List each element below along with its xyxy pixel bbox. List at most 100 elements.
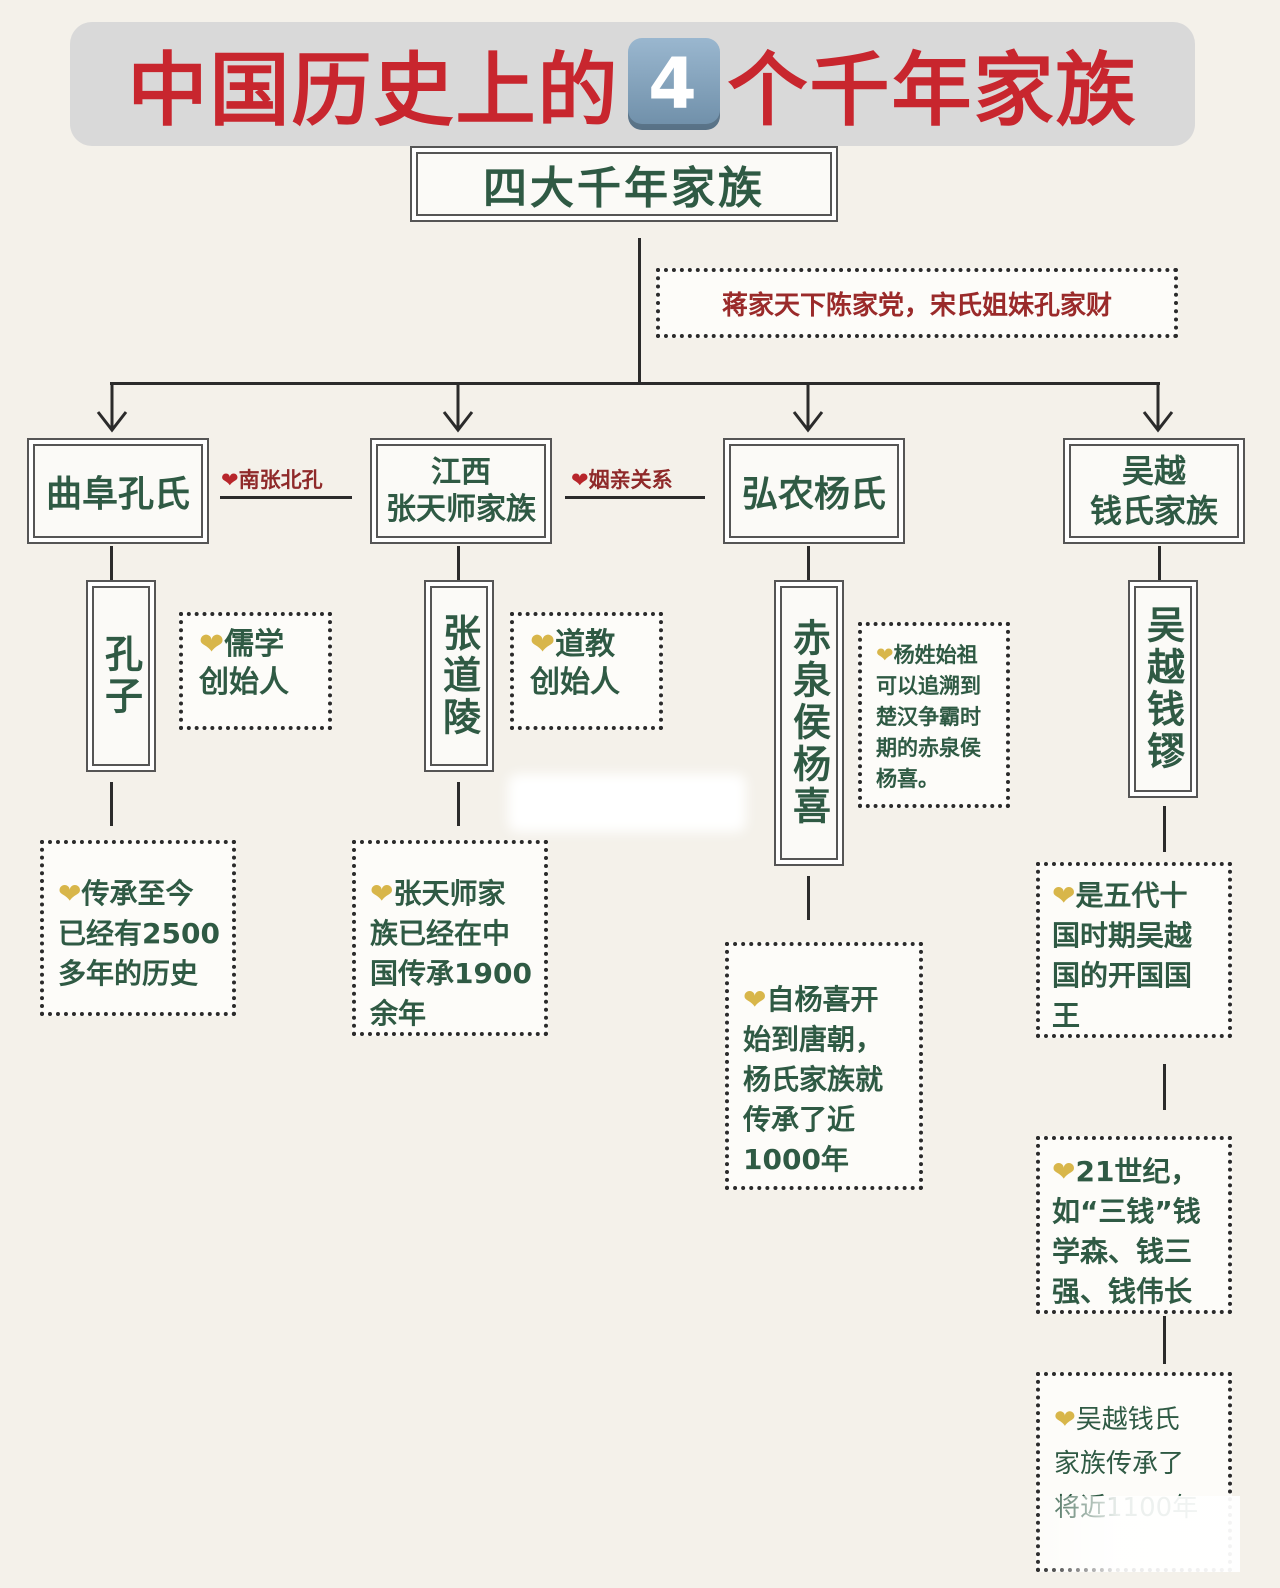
branch-arrows — [96, 383, 1174, 433]
family-zhang-name: 江西 张天师家族 — [376, 444, 546, 538]
arrow-yang-head — [792, 411, 824, 433]
history-yang-line4: 传承了近 — [743, 1103, 856, 1136]
person-yang-box: 赤泉侯杨喜 — [774, 580, 844, 866]
relation-kong-zhang-line — [220, 496, 352, 499]
history-yang-box: ❤自杨喜开 始到唐朝， 杨氏家族就 传承了近 1000年 — [725, 942, 923, 1190]
qian-note1-line4: 王 — [1052, 999, 1081, 1032]
branch-bar — [110, 382, 1160, 385]
heart-icon: ❤ — [743, 983, 767, 1016]
person-qian-box: 吴越钱镠 — [1128, 580, 1198, 798]
connector-yang-1 — [807, 546, 810, 580]
relation-zhang-yang-label: 姻亲关系 — [588, 468, 673, 492]
heart-icon: ❤ — [221, 468, 239, 492]
connector-zhang-2 — [457, 782, 460, 826]
note-zhang-line1: 道教 — [555, 627, 616, 662]
heart-icon: ❤ — [58, 877, 82, 910]
family-qian-box: 吴越 钱氏家族 — [1063, 438, 1245, 544]
qian-note1-line3: 国的开国国 — [1052, 959, 1193, 992]
root-trunk — [638, 238, 641, 383]
qian-note3-line1: 吴越钱氏 — [1075, 1405, 1180, 1435]
heart-icon: ❤ — [370, 877, 394, 910]
page-title: 中国历史上的 4 个千年家族 — [70, 22, 1195, 146]
heart-icon: ❤ — [199, 627, 225, 662]
person-qian: 吴越钱镠 — [1134, 586, 1192, 792]
note-kong-box: ❤儒学 创始人 — [179, 612, 332, 730]
root-node: 四大千年家族 — [410, 146, 838, 222]
family-zhang-box: 江西 张天师家族 — [370, 438, 552, 544]
title-suffix: 个千年家族 — [727, 44, 1138, 137]
smudge-mark — [508, 774, 746, 832]
connector-kong-1 — [110, 546, 113, 580]
arrow-zhang-head — [442, 411, 474, 433]
qian-note3-line2: 家族传承了 — [1054, 1449, 1185, 1479]
qian-note2-line1: 21世纪， — [1075, 1155, 1199, 1188]
note-zhang-line2: 创始人 — [530, 665, 620, 700]
relation-kong-zhang-label: 南张北孔 — [238, 468, 323, 492]
history-yang-line5: 1000年 — [743, 1143, 849, 1176]
person-kong: 孔子 — [92, 586, 150, 766]
history-zhang-box: ❤张天师家 族已经在中 国传承1900 余年 — [352, 840, 548, 1036]
title-prefix: 中国历史上的 — [127, 44, 620, 137]
note-yang-line5: 杨喜。 — [876, 767, 939, 791]
person-zhang-box: 张道陵 — [424, 580, 494, 772]
root-note-box: 蒋家天下陈家党，宋氏姐妹孔家财 — [656, 268, 1178, 338]
note-zhang-box: ❤道教 创始人 — [510, 612, 663, 730]
connector-yang-2 — [807, 876, 810, 920]
number-keycap: 4 — [627, 38, 720, 130]
note-yang-box: ❤杨姓始祖 可以追溯到 楚汉争霸时 期的赤泉侯 杨喜。 — [858, 622, 1010, 808]
person-yang: 赤泉侯杨喜 — [780, 586, 838, 860]
qian-note1-box: ❤是五代十 国时期吴越 国的开国国 王 — [1036, 862, 1232, 1038]
history-zhang-line1: 张天师家 — [393, 877, 506, 910]
note-yang-line2: 可以追溯到 — [876, 674, 981, 698]
history-zhang-line2: 族已经在中 — [370, 917, 511, 950]
connector-zhang-1 — [457, 546, 460, 580]
bottom-fade — [1036, 1496, 1240, 1572]
note-yang-line1: 杨姓始祖 — [893, 643, 978, 667]
qian-note1-line1: 是五代十 — [1075, 879, 1188, 912]
history-zhang-line4: 余年 — [370, 997, 427, 1030]
family-yang-box: 弘农杨氏 — [723, 438, 905, 544]
history-kong-box: ❤传承至今 已经有2500 多年的历史 — [40, 840, 236, 1016]
note-kong-line1: 儒学 — [224, 627, 285, 662]
family-zhang-name-line2: 张天师家族 — [386, 492, 536, 527]
history-yang-line2: 始到唐朝， — [743, 1023, 884, 1056]
heart-icon: ❤ — [571, 468, 589, 492]
family-zhang-name-line1: 江西 — [431, 454, 491, 490]
connector-qian-3 — [1163, 1064, 1166, 1110]
relation-kong-zhang: ❤南张北孔 — [221, 464, 323, 494]
family-qian-name-line1: 吴越 — [1121, 452, 1186, 490]
family-kong-name: 曲阜孔氏 — [33, 444, 203, 538]
qian-note2-line4: 强、钱伟长 — [1052, 1275, 1193, 1308]
heart-icon: ❤ — [876, 643, 894, 667]
relation-zhang-yang-line — [565, 496, 705, 499]
family-yang-name: 弘农杨氏 — [729, 444, 899, 538]
family-qian-name: 吴越 钱氏家族 — [1069, 444, 1239, 538]
qian-note1-line2: 国时期吴越 — [1052, 919, 1193, 952]
person-kong-box: 孔子 — [86, 580, 156, 772]
person-zhang: 张道陵 — [430, 586, 488, 766]
arrow-qian-head — [1142, 411, 1174, 433]
connector-qian-4 — [1163, 1316, 1166, 1364]
history-zhang-line3: 国传承1900 — [370, 957, 532, 990]
heart-icon: ❤ — [1054, 1405, 1076, 1435]
connector-qian-2 — [1163, 806, 1166, 852]
history-yang-line1: 自杨喜开 — [766, 983, 879, 1016]
connector-kong-2 — [110, 782, 113, 826]
history-kong-line1: 传承至今 — [81, 877, 194, 910]
connector-qian-1 — [1158, 546, 1161, 580]
qian-note2-box: ❤21世纪， 如“三钱”钱 学森、钱三 强、钱伟长 — [1036, 1136, 1232, 1314]
qian-note2-line2: 如“三钱”钱 — [1052, 1195, 1201, 1228]
note-kong-line2: 创始人 — [199, 665, 289, 700]
family-kong-box: 曲阜孔氏 — [27, 438, 209, 544]
note-yang-line3: 楚汉争霸时 — [876, 705, 981, 729]
history-yang-line3: 杨氏家族就 — [743, 1063, 884, 1096]
relation-zhang-yang: ❤姻亲关系 — [571, 464, 673, 494]
history-kong-line3: 多年的历史 — [58, 957, 199, 990]
root-note-text: 蒋家天下陈家党，宋氏姐妹孔家财 — [721, 290, 1112, 321]
root-label: 四大千年家族 — [416, 152, 832, 216]
heart-icon: ❤ — [1052, 1155, 1076, 1188]
qian-note2-line3: 学森、钱三 — [1052, 1235, 1193, 1268]
arrow-kong-head — [96, 411, 128, 433]
heart-icon: ❤ — [1052, 879, 1076, 912]
note-yang-line4: 期的赤泉侯 — [876, 736, 981, 760]
